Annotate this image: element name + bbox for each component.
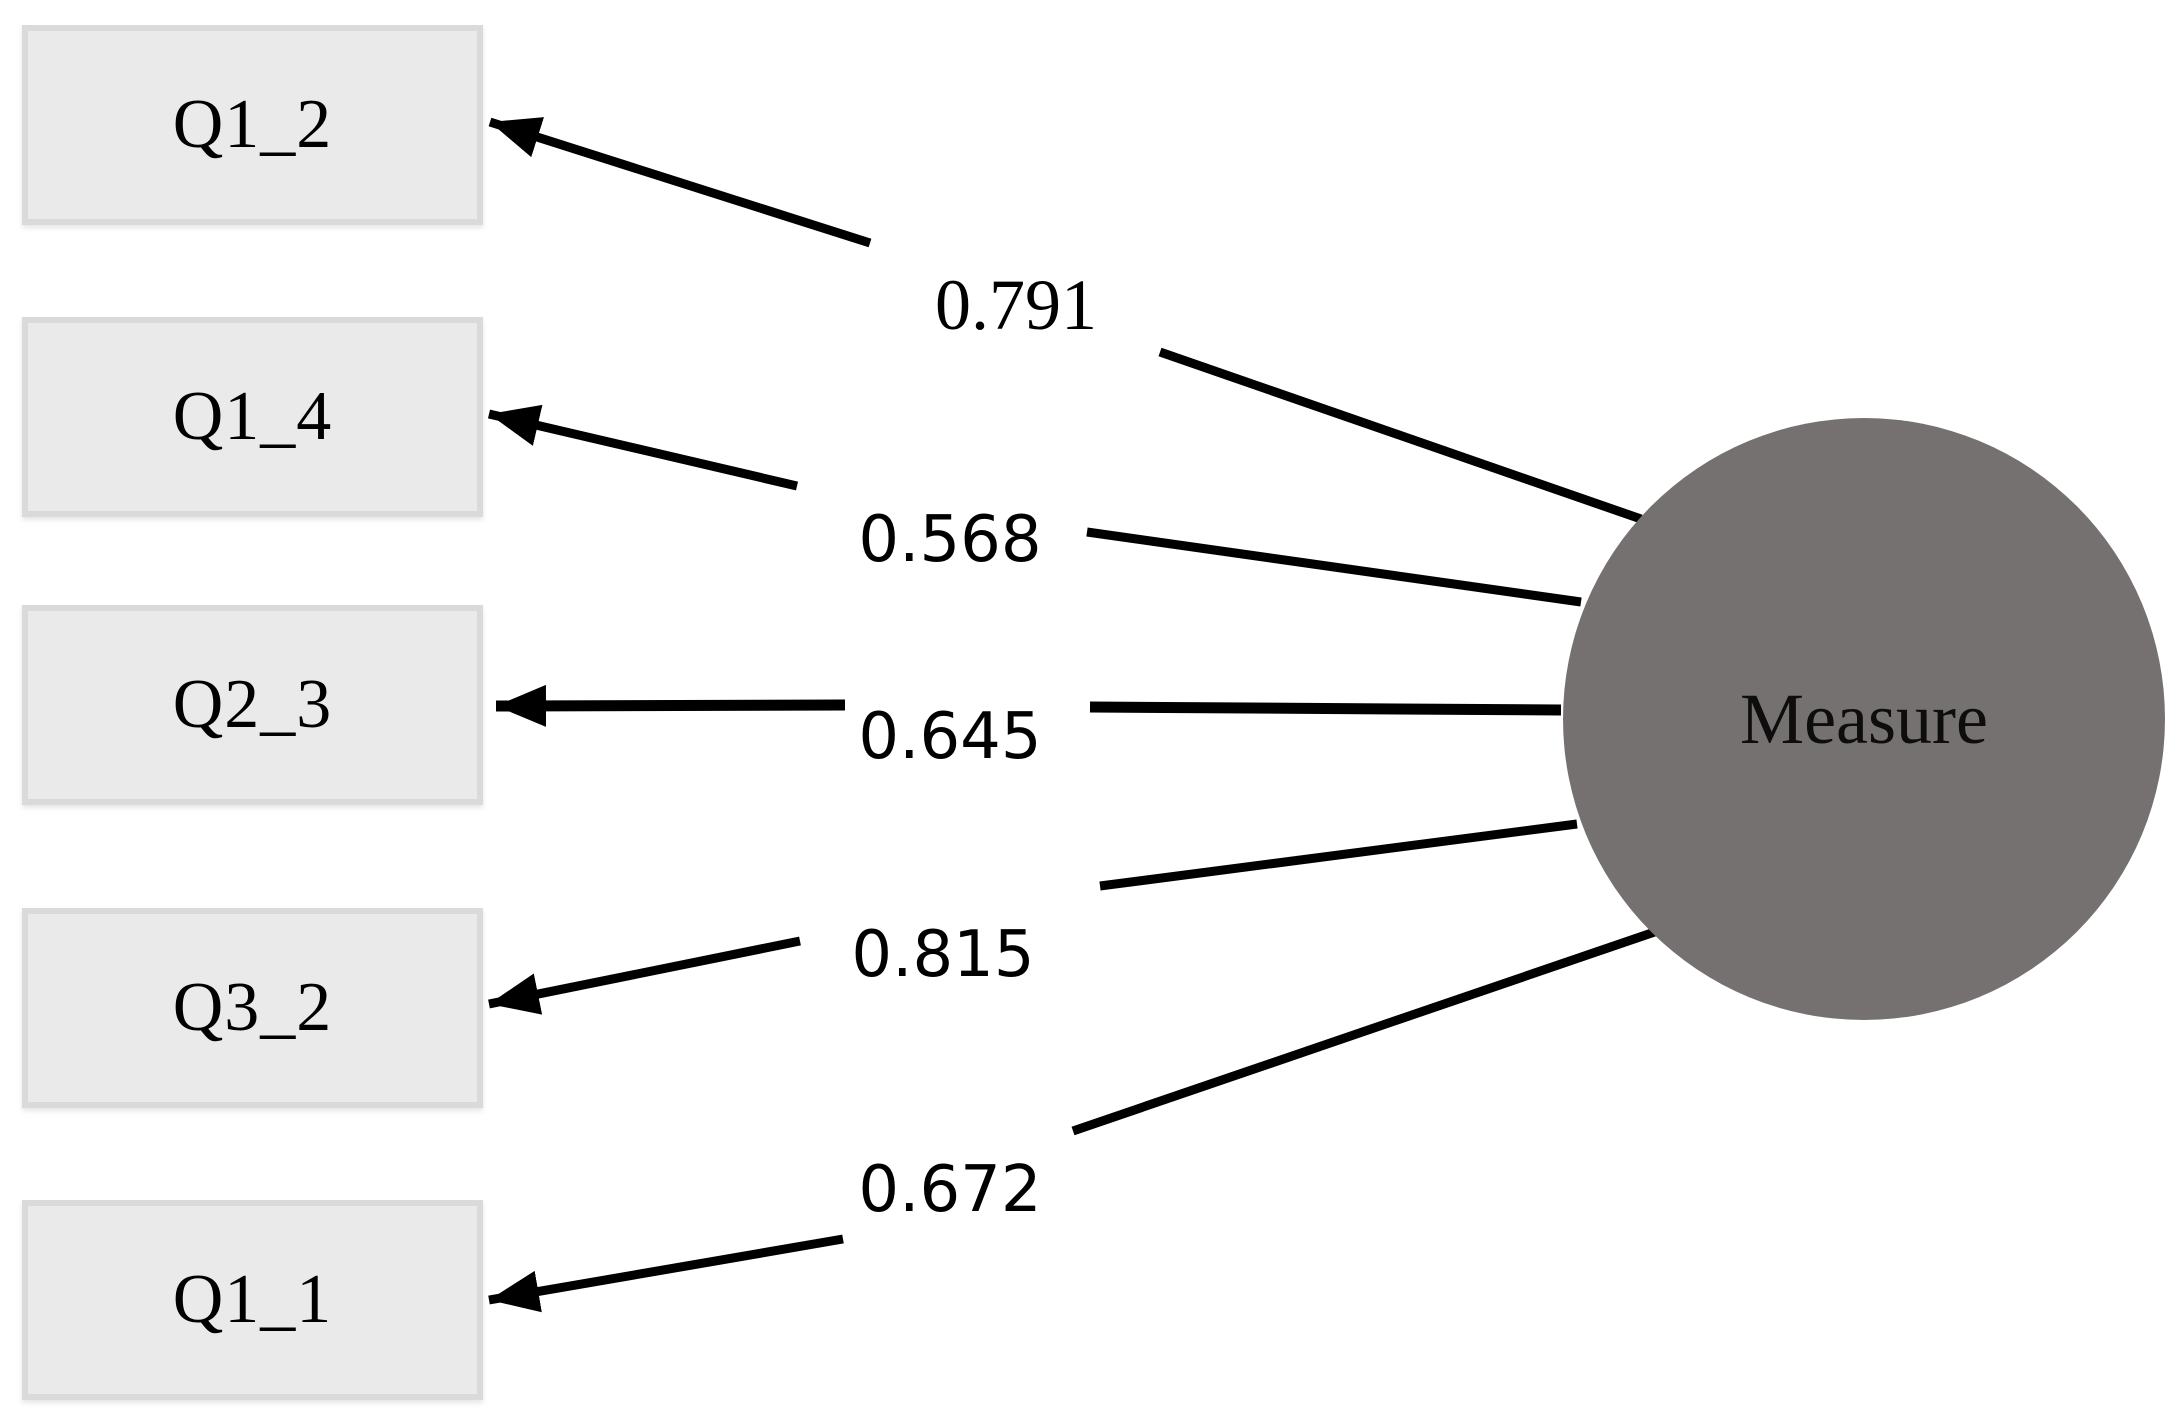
indicator-box-q3_2: Q3_2 <box>22 908 483 1108</box>
indicator-box-q1_4: Q1_4 <box>22 317 483 517</box>
indicator-box-q2_3: Q2_3 <box>22 605 483 805</box>
arrow-measure-to-q3_2 <box>488 819 1578 1015</box>
loading-value-q1_4: 0.568 <box>858 503 1042 577</box>
arrow-measure-to-q1_2 <box>488 117 1643 524</box>
arrow-measure-to-q1_4 <box>487 404 1582 607</box>
indicator-box-q1_2: Q1_2 <box>22 25 483 225</box>
indicator-label: Q1_1 <box>172 1261 333 1338</box>
loading-value-q2_3: 0.645 <box>858 700 1042 774</box>
indicator-box-q1_1: Q1_1 <box>22 1200 483 1400</box>
arrow-measure-to-q1_1 <box>488 920 1677 1313</box>
latent-variable-label: Measure <box>1740 678 1988 759</box>
latent-variable-circle: Measure <box>1563 418 2165 1020</box>
loading-value-q3_2: 0.815 <box>851 918 1035 992</box>
indicator-label: Q1_4 <box>172 378 333 455</box>
loading-value-q1_2: 0.791 <box>935 265 1097 345</box>
arrow-measure-to-q2_3 <box>495 684 1562 727</box>
indicator-label: Q3_2 <box>172 969 333 1046</box>
indicator-label: Q1_2 <box>172 86 333 163</box>
loading-value-q1_1: 0.672 <box>858 1153 1042 1227</box>
indicator-label: Q2_3 <box>172 666 333 743</box>
